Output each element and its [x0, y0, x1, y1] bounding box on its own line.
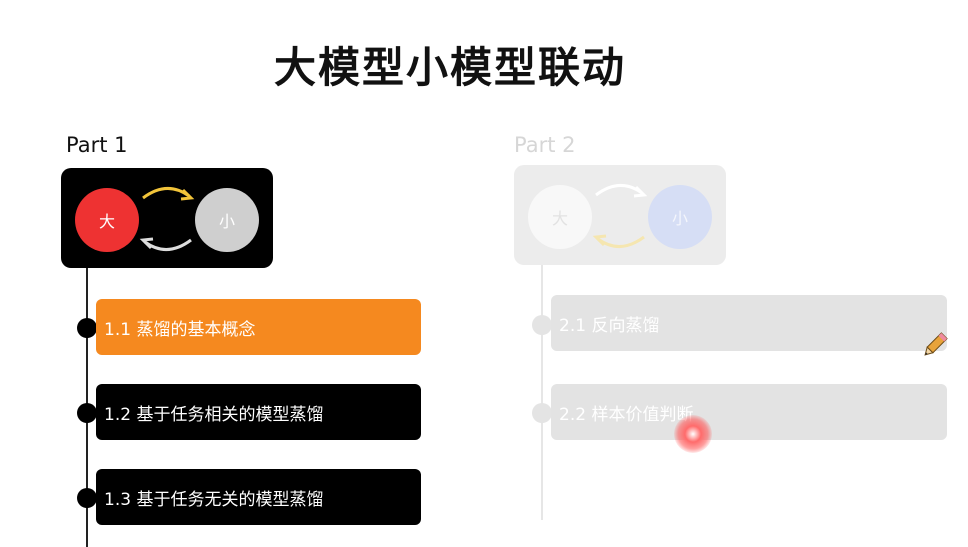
part1-label: Part 1	[66, 133, 128, 157]
part2-item-1-label: 2.1 反向蒸馏	[559, 315, 660, 336]
big-model-circle: 大	[528, 185, 592, 249]
big-model-circle: 大	[75, 188, 139, 252]
slide-title: 大模型小模型联动	[273, 43, 626, 92]
timeline-dot	[77, 488, 97, 508]
small-model-circle: 小	[195, 188, 259, 252]
timeline-dot	[532, 315, 552, 335]
part2-item-2-label: 2.2 样本价值判断	[559, 404, 694, 425]
forward-arrow-icon	[142, 187, 195, 201]
pencil-icon[interactable]	[920, 330, 950, 360]
small-model-circle: 小	[648, 185, 712, 249]
part1-item-2[interactable]: 1.2 基于任务相关的模型蒸馏	[96, 384, 421, 440]
part2-label: Part 2	[514, 133, 576, 157]
part2-item-2[interactable]: 2.2 样本价值判断	[551, 384, 947, 440]
backward-arrow-icon	[139, 237, 192, 251]
part1-item-1[interactable]: 1.1 蒸馏的基本概念	[96, 299, 421, 355]
part1-badge: 大 小	[61, 168, 273, 268]
forward-arrow-icon	[595, 184, 648, 198]
part2-item-1[interactable]: 2.1 反向蒸馏	[551, 295, 947, 351]
small-model-label: 小	[218, 212, 235, 231]
big-model-label: 大	[98, 212, 115, 231]
part2-timeline	[541, 265, 543, 520]
timeline-dot	[77, 318, 97, 338]
part1-item-3-label: 1.3 基于任务无关的模型蒸馏	[104, 489, 324, 510]
timeline-dot	[532, 403, 552, 423]
part1-item-1-label: 1.1 蒸馏的基本概念	[104, 319, 256, 340]
timeline-dot	[77, 403, 97, 423]
big-model-label: 大	[551, 209, 568, 228]
laser-pointer-icon	[674, 415, 712, 453]
part1-item-3[interactable]: 1.3 基于任务无关的模型蒸馏	[96, 469, 421, 525]
backward-arrow-icon	[592, 234, 645, 248]
part2-badge: 大 小	[514, 165, 726, 265]
part1-item-2-label: 1.2 基于任务相关的模型蒸馏	[104, 404, 324, 425]
small-model-label: 小	[671, 209, 688, 228]
